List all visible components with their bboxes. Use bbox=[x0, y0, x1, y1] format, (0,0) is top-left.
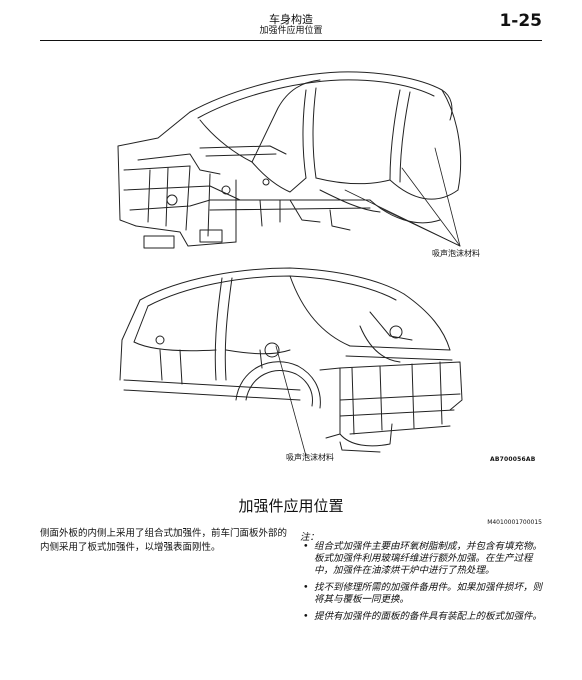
body-paragraph: 侧面外板的内侧上采用了组合式加强件，前车门面板外部的内侧采用了板式加强件，以增强… bbox=[40, 528, 288, 553]
notes-list: • 组合式加强件主要由环氧树脂制成，并包含有填充物。板式加强件利用玻璃纤维进行额外… bbox=[303, 541, 543, 628]
header-rule bbox=[40, 40, 542, 41]
callout-sound-foam-top: 吸声泡沫材料 bbox=[432, 249, 480, 258]
bullet-icon: • bbox=[303, 611, 309, 622]
car-body-rear-view-icon bbox=[119, 267, 463, 457]
note-label: 注： bbox=[300, 532, 320, 543]
note-text: 找不到修理所需的加强件备用件。如果加强件损坏，则将其与覆板一同更换。 bbox=[314, 582, 543, 605]
bullet-icon: • bbox=[303, 541, 309, 552]
section-subtitle: 加强件应用位置 bbox=[259, 26, 323, 36]
car-body-front-view-icon bbox=[117, 71, 462, 249]
chapter-title: 车身构造 bbox=[269, 13, 313, 26]
section-title: 加强件应用位置 bbox=[238, 497, 344, 515]
callout-sound-foam-bottom: 吸声泡沫材料 bbox=[286, 453, 334, 462]
body-structure-illustration bbox=[117, 71, 463, 457]
page-number: 1-25 bbox=[499, 11, 542, 31]
body-structure-figure: 吸声泡沫材料 吸声泡沫材料 AB700056AB bbox=[40, 50, 542, 470]
note-item: • 提供有加强件的面板的备件具有装配上的板式加强件。 bbox=[303, 611, 543, 623]
note-item: • 组合式加强件主要由环氧树脂制成，并包含有填充物。板式加强件利用玻璃纤维进行额外… bbox=[303, 541, 543, 577]
bullet-icon: • bbox=[303, 582, 309, 593]
note-text: 提供有加强件的面板的备件具有装配上的板式加强件。 bbox=[314, 611, 543, 622]
note-text: 组合式加强件主要由环氧树脂制成，并包含有填充物。板式加强件利用玻璃纤维进行额外加… bbox=[314, 541, 543, 576]
note-item: • 找不到修理所需的加强件备用件。如果加强件损坏，则将其与覆板一同更换。 bbox=[303, 582, 543, 606]
section-code: M4010001700015 bbox=[487, 519, 542, 526]
figure-code: AB700056AB bbox=[490, 456, 536, 463]
